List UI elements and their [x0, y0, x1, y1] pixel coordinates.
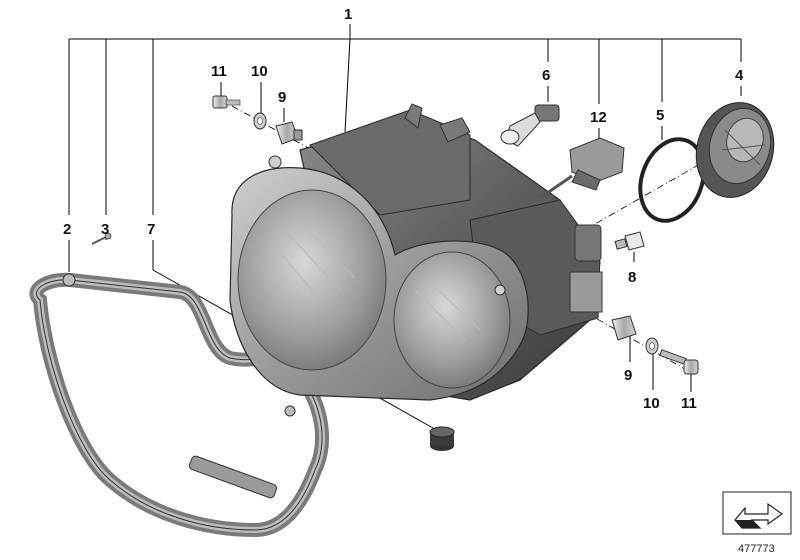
navigation-box	[722, 491, 792, 535]
parking-bulb-8	[614, 231, 645, 251]
o-ring-5	[638, 137, 706, 223]
callouts: 1 2 3 7 6 12 5 4 11 10 9 8 9 10 11	[63, 6, 744, 412]
callout-8: 8	[628, 269, 636, 286]
callout-11-bottom: 11	[681, 395, 697, 412]
callout-9-top: 9	[278, 89, 286, 106]
callout-3: 3	[101, 221, 109, 238]
callout-6: 6	[542, 67, 550, 84]
screw-3	[91, 232, 112, 245]
cover-cap-4	[695, 102, 775, 198]
trim-frame	[29, 272, 329, 538]
callout-2: 2	[63, 221, 71, 238]
diagram-number: 477773	[738, 543, 775, 555]
callout-7: 7	[147, 221, 155, 238]
callout-4: 4	[735, 67, 744, 84]
leader-lines	[68, 24, 742, 433]
callout-9-bottom: 9	[624, 367, 632, 384]
socket-12	[539, 137, 625, 200]
fasteners-top	[212, 95, 303, 145]
callout-11-top: 11	[211, 63, 227, 80]
callout-12: 12	[590, 109, 607, 126]
callout-1: 1	[344, 6, 352, 23]
bulb-6	[500, 104, 560, 147]
headlight-housing	[229, 103, 603, 401]
callout-10-top: 10	[251, 63, 268, 80]
fasteners-bottom	[611, 315, 699, 375]
callout-5: 5	[656, 107, 664, 124]
rubber-buffer-7	[429, 426, 455, 451]
callout-10-bottom: 10	[643, 395, 660, 412]
